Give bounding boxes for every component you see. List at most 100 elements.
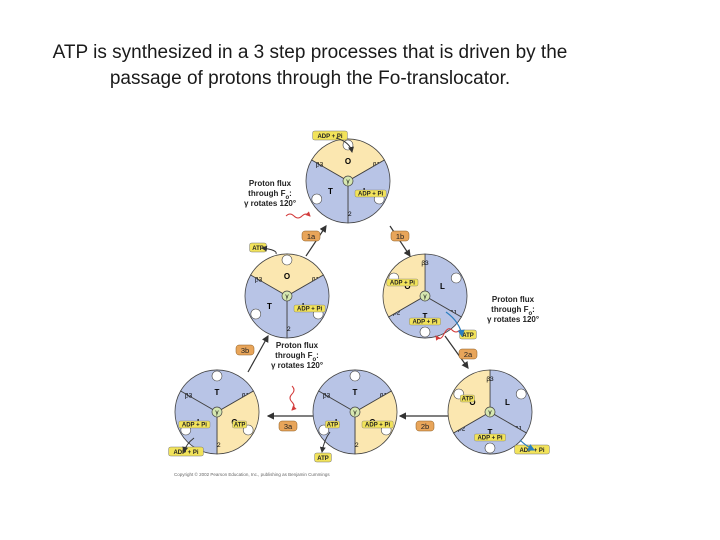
gamma-label: γ: [488, 409, 492, 416]
step-label-2b: 2b: [421, 422, 429, 431]
site-label: T: [328, 187, 333, 196]
bound-molecule-label: ATP: [234, 423, 246, 429]
free-molecule-label: ADP + Pi: [317, 134, 342, 140]
beta-label: β2: [458, 425, 466, 432]
release-arrow-bottom-left: [182, 437, 195, 453]
proton-flux-line-3: γ rotates 120°: [244, 199, 296, 208]
step-label-1a: 1a: [307, 232, 316, 241]
gamma-label: γ: [285, 293, 289, 300]
bound-molecule-label: ADP + Pi: [477, 436, 502, 442]
site-label: T: [267, 302, 272, 311]
proton-flux-line-2-suffix: :: [532, 305, 535, 314]
site-label: O: [345, 157, 351, 166]
bound-molecule-label: ADP + Pi: [297, 307, 322, 313]
gamma-label: γ: [215, 409, 219, 416]
site-label: L: [440, 282, 445, 291]
site-label: O: [469, 398, 475, 407]
subunit-divider: [388, 295, 426, 318]
beta-label: β3: [185, 393, 193, 400]
bound-molecule-tag: [409, 317, 441, 326]
step-tag-3a: [278, 420, 298, 432]
beta-label: β3: [421, 260, 429, 267]
free-molecule-tag: [314, 452, 332, 463]
title-line-2: passage of protons through the Fo-transl…: [109, 68, 511, 89]
bound-molecule-tag: [178, 420, 211, 429]
bound-molecule-label: ATP: [462, 397, 474, 403]
bound-molecule-label: ADP + Pi: [412, 320, 437, 326]
free-molecule-label: ATP: [317, 456, 329, 462]
gamma-subunit: [281, 290, 293, 302]
step-label-1b: 1b: [396, 232, 404, 241]
beta-subunit-t-site: [180, 369, 254, 413]
proton-flux-line-2-suffix: :: [316, 351, 319, 360]
step-tag-1b: [390, 230, 410, 242]
release-arrows: [182, 137, 536, 453]
site-label: T: [488, 428, 493, 437]
bound-molecule-tag: [325, 420, 340, 429]
proton-flux-line-2-main: through F: [275, 351, 312, 360]
proton-arrows: [285, 211, 461, 411]
proton-flux-line-2: through Fo:: [248, 189, 292, 201]
proton-flux-line-2-main: through F: [248, 189, 285, 198]
bound-molecule-tag: [232, 420, 247, 429]
release-arrow-left: [261, 245, 277, 255]
site-label: L: [505, 398, 510, 407]
gamma-subunit: [349, 406, 361, 418]
proton-arrow-2: [435, 328, 461, 341]
bound-molecule-label: ADP + Pi: [182, 423, 207, 429]
free-molecule-label: ATP: [462, 333, 474, 339]
binding-cleft: [515, 388, 527, 400]
binding-cleft: [349, 370, 361, 382]
proton-flux-line-1: Proton flux: [492, 295, 535, 304]
bound-molecule-tag: [386, 278, 419, 287]
gamma-subunit: [342, 175, 354, 187]
site-label: O: [284, 272, 290, 281]
proton-flux-line-2-main: through F: [491, 305, 528, 314]
proton-flux-line-1: Proton flux: [249, 179, 292, 188]
step-tag-1a: [301, 230, 321, 242]
bound-molecule-label: ADP + Pi: [365, 423, 390, 429]
beta-label: β3: [255, 277, 263, 284]
beta-subunit-o-site: [250, 253, 324, 297]
binding-cleft: [419, 326, 431, 338]
proton-flux-subscript: o: [528, 311, 532, 317]
gamma-subunit: [211, 406, 223, 418]
bound-molecule-label: ADP + Pi: [358, 192, 383, 198]
gamma-subunit: [419, 290, 431, 302]
free-molecule-label: ADP + Pi: [173, 450, 198, 456]
beta-subunit-t-site: [305, 159, 349, 224]
proton-flux-line-3: γ rotates 120°: [487, 315, 539, 324]
gamma-label: γ: [353, 409, 357, 416]
release-arrow-bottom-middle: [319, 431, 331, 453]
gamma-subunit: [484, 406, 496, 418]
free-molecule-label: ADP + Pi: [519, 448, 544, 454]
subunit-divider: [424, 295, 462, 318]
beta-label: β3: [323, 393, 331, 400]
bound-molecule-tag: [293, 304, 326, 313]
subunit-divider: [286, 274, 324, 297]
subunit-divider: [489, 411, 527, 434]
binding-cleft: [250, 308, 262, 320]
bound-molecule-label: ADP + Pi: [390, 281, 415, 287]
proton-arrow-1: [285, 211, 311, 219]
proton-arrow-3: [289, 385, 297, 411]
proton-flux-line-3: γ rotates 120°: [271, 361, 323, 370]
beta-label: β3: [486, 376, 494, 383]
bound-molecule-tag: [460, 394, 475, 403]
bound-molecule-tag: [354, 189, 387, 198]
proton-flux-line-2: through Fo:: [491, 305, 535, 317]
beta-subunit-o-site: [311, 138, 385, 182]
proton-flux-line-2: through Fo:: [275, 351, 319, 363]
site-label: T: [353, 388, 358, 397]
beta-label: β3: [316, 162, 324, 169]
copyright-credit: Copyright © 2002 Pearson Education, Inc.…: [174, 471, 330, 477]
bound-molecule-label: ATP: [327, 423, 339, 429]
beta-subunit-l-site: [489, 369, 533, 434]
